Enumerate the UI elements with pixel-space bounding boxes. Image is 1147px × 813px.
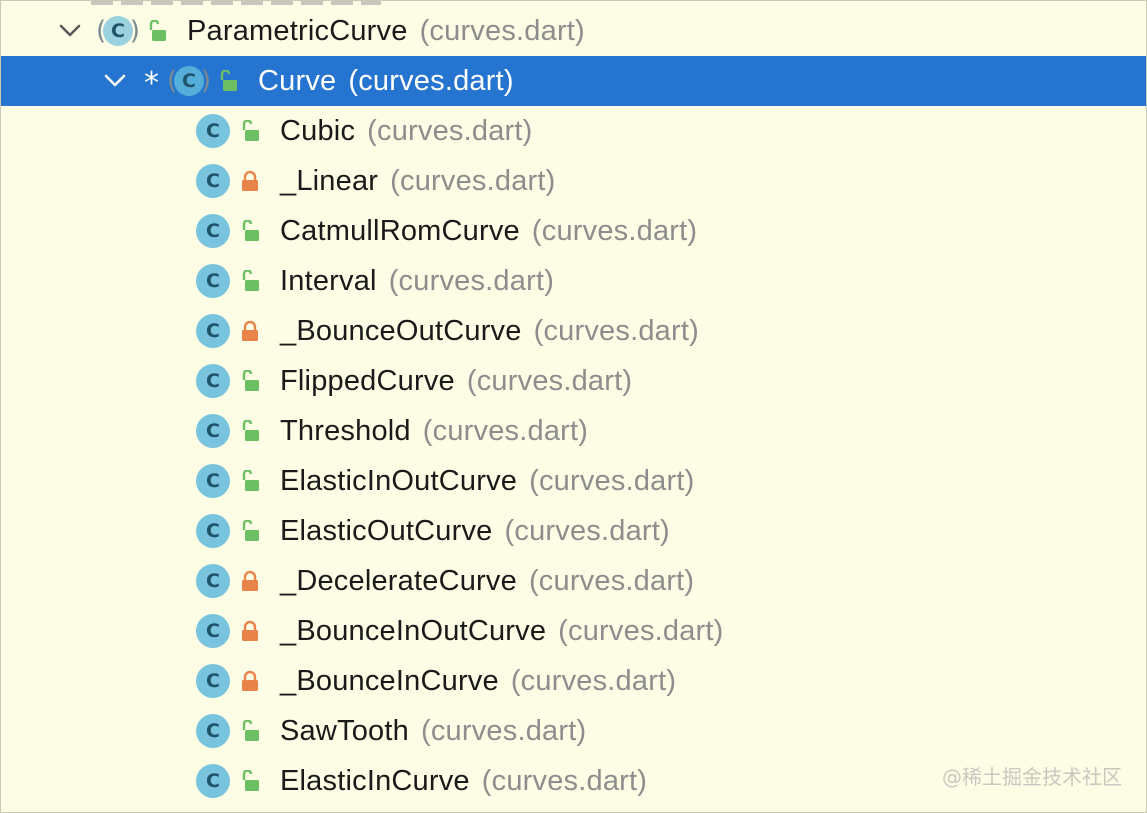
tree-row[interactable]: C CatmullRomCurve (curves.dart) [1,206,1146,256]
tree-row[interactable]: C Interval (curves.dart) [1,256,1146,306]
class-name: _Linear [280,164,379,197]
unlocked-icon [240,719,260,742]
class-icon: (C) [96,16,140,46]
tree-row[interactable]: C Threshold (curves.dart) [1,406,1146,456]
tree-row[interactable]: C ElasticInCurve (curves.dart) [1,756,1146,806]
class-name: ParametricCurve [187,14,408,47]
modified-marker: * [144,66,159,101]
lock-icon [240,170,260,192]
unlocked-icon [240,419,260,442]
class-name: ElasticOutCurve [280,514,493,547]
unlocked-icon [240,219,260,242]
class-icon: C [196,714,230,748]
class-icon: C [196,114,230,148]
unlocked-icon [147,19,167,42]
class-icon: (C) [167,66,211,96]
class-name: Threshold [280,414,411,447]
chevron-down-icon[interactable] [59,20,81,42]
class-icon: C [196,764,230,798]
file-name: (curves.dart) [422,414,589,447]
file-name: (curves.dart) [531,214,698,247]
class-icon: C [196,164,230,198]
file-name: (curves.dart) [504,514,670,547]
class-name: Interval [280,264,377,297]
class-name: _BounceInCurve [280,664,499,697]
unlocked-icon [240,269,260,292]
lock-icon [240,620,260,642]
class-name: Curve [258,64,337,97]
class-icon: C [196,364,230,398]
class-icon: C [196,214,230,248]
file-name: (curves.dart) [367,114,533,147]
unlocked-icon [240,469,260,492]
unlocked-icon [240,769,260,792]
file-name: (curves.dart) [481,764,648,797]
class-name: ElasticInOutCurve [280,464,518,497]
class-name: _BounceInOutCurve [280,614,547,647]
file-name: (curves.dart) [528,564,695,597]
tree-row[interactable]: C ElasticInOutCurve (curves.dart) [1,456,1146,506]
lock-icon [240,570,260,592]
lock-icon [240,320,260,342]
class-icon: C [196,464,230,498]
tree-row[interactable]: C ElasticOutCurve (curves.dart) [1,506,1146,556]
class-icon: C [196,414,230,448]
class-name: CatmullRomCurve [280,214,520,247]
tree-row[interactable]: C SawTooth (curves.dart) [1,706,1146,756]
tree-row[interactable]: C Cubic (curves.dart) [1,106,1146,156]
class-icon: C [196,264,230,298]
class-name: ElasticInCurve [280,764,470,797]
file-name: (curves.dart) [420,714,587,747]
tree-row[interactable]: C _Linear (curves.dart) [1,156,1146,206]
file-name: (curves.dart) [510,664,677,697]
class-name: FlippedCurve [280,364,455,397]
class-icon: C [196,564,230,598]
unlocked-icon [218,69,238,92]
watermark: @稀土掘金技术社区 [942,765,1122,789]
unlocked-icon [240,369,260,392]
class-name: _BounceOutCurve [280,314,522,347]
tree-row[interactable]: C _BounceInOutCurve (curves.dart) [1,606,1146,656]
class-icon: C [196,314,230,348]
file-name: (curves.dart) [529,464,695,497]
class-icon: C [196,614,230,648]
class-name: Cubic [280,114,356,147]
file-name: (curves.dart) [388,264,555,297]
class-icon: C [196,514,230,548]
class-name: _DecelerateCurve [280,564,517,597]
tree-row[interactable]: C FlippedCurve (curves.dart) [1,356,1146,406]
file-name: (curves.dart) [466,364,633,397]
class-icon: C [196,664,230,698]
tree-row[interactable]: C _DecelerateCurve (curves.dart) [1,556,1146,606]
tree-row[interactable]: C _BounceInCurve (curves.dart) [1,656,1146,706]
chevron-down-icon[interactable] [104,70,126,92]
class-name: SawTooth [280,714,409,747]
file-name: (curves.dart) [419,14,585,47]
file-name: (curves.dart) [533,314,699,347]
file-name: (curves.dart) [558,614,724,647]
tree-row[interactable]: (C) ParametricCurve (curves.dart) [1,6,1146,56]
clipped-row-remnant [91,1,381,5]
tree-row[interactable]: C _BounceOutCurve (curves.dart) [1,306,1146,356]
file-name: (curves.dart) [390,164,556,197]
unlocked-icon [240,119,260,142]
tree-row[interactable]: * (C) Curve (curves.dart) [1,56,1146,106]
lock-icon [240,670,260,692]
unlocked-icon [240,519,260,542]
file-name: (curves.dart) [348,64,514,97]
